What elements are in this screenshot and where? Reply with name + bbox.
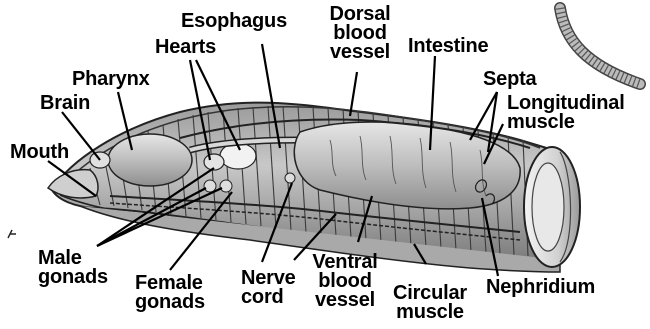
label-septa: Septa <box>483 70 536 89</box>
label-female-gonads: Female gonads <box>135 274 205 312</box>
label-esophagus: Esophagus <box>181 12 287 31</box>
pharynx-shape <box>108 134 192 186</box>
label-longitudinal-muscle: Longitudinal muscle <box>507 94 625 132</box>
label-intestine: Intestine <box>408 37 488 56</box>
cut-end-section <box>524 147 580 267</box>
stray-mark <box>8 230 16 238</box>
label-male-gonads: Male gonads <box>38 249 108 287</box>
worm-coil-inset <box>560 8 640 84</box>
label-nerve-cord: Nerve cord <box>241 269 296 307</box>
label-circular-muscle: Circular muscle <box>388 284 472 322</box>
label-mouth: Mouth <box>10 143 69 162</box>
label-dorsal-blood-vessel: Dorsal blood vessel <box>320 5 400 62</box>
label-hearts: Hearts <box>155 38 216 57</box>
label-brain: Brain <box>40 94 90 113</box>
label-ventral-blood-vessel: Ventral blood vessel <box>304 253 386 310</box>
label-pharynx: Pharynx <box>72 70 150 89</box>
label-nephridium: Nephridium <box>486 278 595 297</box>
